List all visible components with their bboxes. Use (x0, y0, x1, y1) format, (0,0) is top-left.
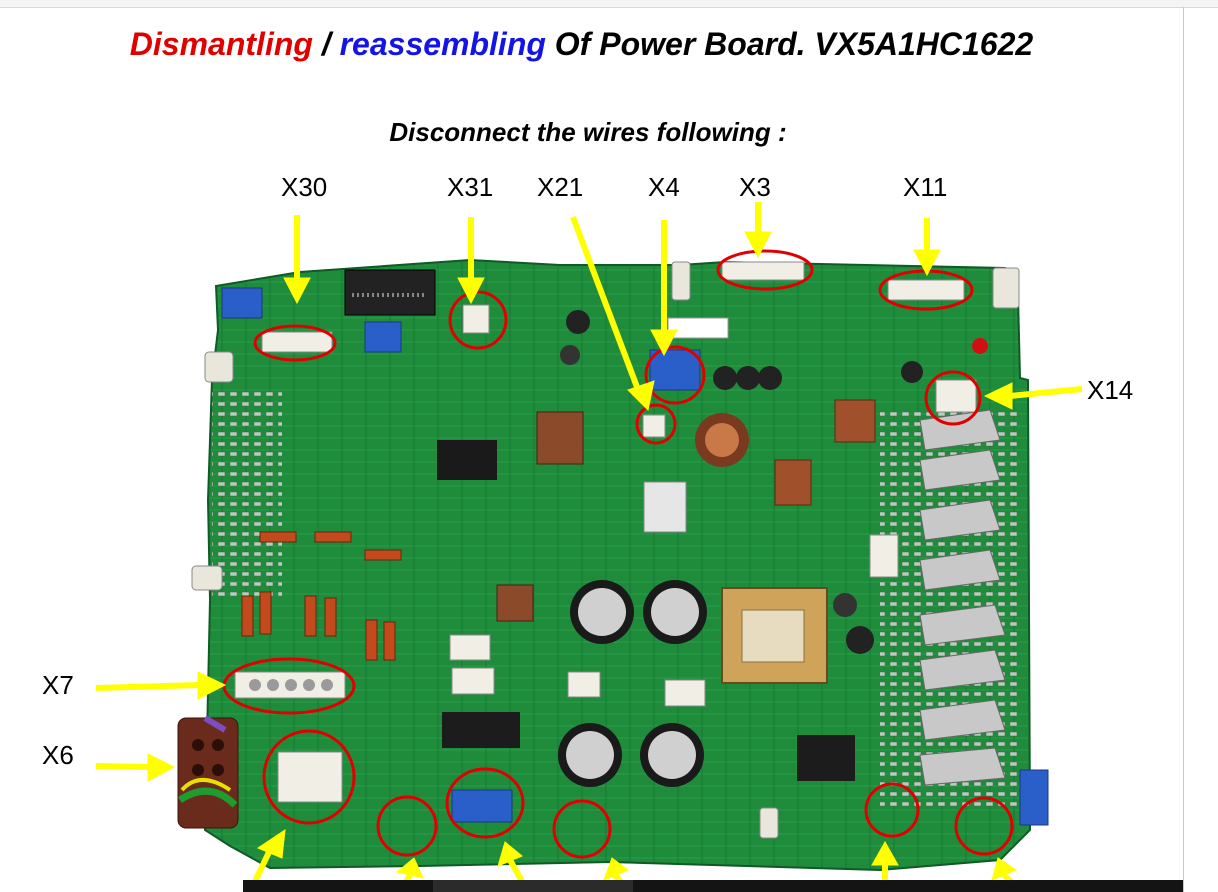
circle-x30 (253, 324, 337, 362)
white-connectors (234, 261, 977, 803)
page-gutter (1184, 8, 1218, 892)
label-x31: X31 (447, 172, 494, 202)
label-x3: X3 (739, 172, 771, 202)
page-right-border (1183, 7, 1184, 892)
circle-x13 (864, 782, 920, 838)
label-x4: X4 (648, 172, 680, 202)
circle-x14 (924, 370, 982, 426)
title-separator: / (312, 26, 340, 62)
circle-x31 (448, 290, 508, 350)
label-x21: X21 (537, 172, 584, 202)
barcode-label (667, 317, 729, 339)
highlight-circles (222, 249, 1014, 859)
label-x14: X14 (1087, 375, 1134, 405)
power-board-photo (95, 202, 1083, 892)
smd-resistor-array (212, 390, 282, 600)
brown-components (496, 399, 876, 622)
circle-x4 (644, 345, 706, 405)
relay (437, 440, 497, 480)
circle-x10 (376, 795, 438, 857)
x7-pins (249, 679, 333, 691)
label-x7: X7 (42, 670, 74, 700)
title-rest: Of Power Board. VX5A1HC1622 (545, 26, 1034, 62)
heatsink-fins (919, 409, 1006, 786)
transformer (721, 587, 828, 684)
ic-chip (442, 712, 520, 748)
electrolytic-capacitors (558, 310, 923, 787)
bottom-toolbar (243, 880, 1183, 892)
x6-plug (177, 715, 239, 829)
instruction-subtitle: Disconnect the wires following : (389, 117, 787, 147)
circle-x5 (262, 729, 356, 825)
standoffs (191, 261, 1020, 839)
circle-x16 (445, 767, 525, 839)
page-title: Dismantling / reassembling Of Power Boar… (0, 26, 1163, 63)
label-x11: X11 (903, 172, 948, 202)
bottom-toolbar-segment (433, 880, 633, 892)
circle-x3 (716, 249, 814, 291)
ribbon-connector (344, 269, 436, 316)
title-dismantling: Dismantling (129, 26, 313, 62)
circle-x15 (954, 796, 1014, 856)
red-led (972, 338, 988, 354)
title-reassembling: reassembling (339, 26, 546, 62)
blue-connectors (221, 287, 1049, 826)
power-resistors (241, 531, 402, 661)
circle-x21 (635, 403, 677, 445)
label-x6: X6 (42, 740, 74, 770)
ic-chip-right (797, 735, 855, 781)
circle-x12 (552, 799, 612, 859)
window-top-edge (0, 0, 1218, 8)
fuse-holder (643, 481, 687, 533)
label-x30: X30 (281, 172, 328, 202)
